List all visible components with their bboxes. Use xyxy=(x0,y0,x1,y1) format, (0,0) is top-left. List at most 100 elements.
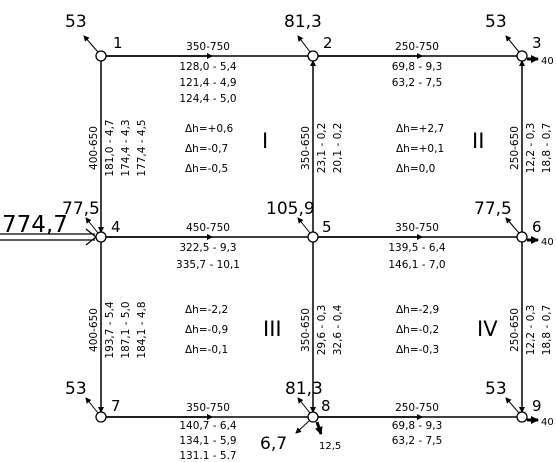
node-8-number: 8 xyxy=(321,397,331,415)
loop-IV-number: IV xyxy=(477,317,498,341)
loop-II-dh-1: Δh=+2,7 xyxy=(396,123,444,135)
demand-arrow-1 xyxy=(83,35,99,53)
loop-I-number: I xyxy=(262,129,268,153)
pipe-3-6-flow-1: 12,2 - 0,3 xyxy=(525,123,537,174)
pipe-4-7-spec: 400-650 xyxy=(88,308,100,352)
node-5-demand: 105,9 xyxy=(266,199,315,219)
loop-IV-dh-3: Δh=-0,3 xyxy=(396,344,439,356)
loop-III-dh-2: Δh=-0,9 xyxy=(185,324,228,336)
node-2-number: 2 xyxy=(323,34,333,52)
demand-arrow-9 xyxy=(505,397,520,414)
pipe-4-5-flow-1: 322,5 - 9,3 xyxy=(179,242,236,254)
node-6 xyxy=(516,231,528,243)
node-2 xyxy=(307,50,319,62)
pipe-8-9-flow-2: 63,2 - 7,5 xyxy=(392,435,443,447)
node-2-demand: 81,3 xyxy=(284,12,322,32)
pipe-1-4-flow-2: 174,4 - 4,3 xyxy=(120,119,132,176)
loop-IV-dh-1: Δh=-2,9 xyxy=(396,304,439,316)
node-1-number: 1 xyxy=(113,34,123,52)
pipe-1-4-flow-3: 177,4 - 4,5 xyxy=(136,119,148,176)
node-9 xyxy=(516,411,528,423)
pipe-5-6-flow-1: 139,5 - 6,4 xyxy=(388,242,446,254)
pipe-7-8-flow-3: 131.1 - 5.7 xyxy=(179,450,236,462)
loop-II-dh-3: Δh=0,0 xyxy=(396,163,435,175)
node-7 xyxy=(95,411,107,423)
pipe-4-5-spec: 450-750 xyxy=(186,222,230,234)
pipe-6-9-spec: 250-650 xyxy=(509,308,521,352)
pipe-4-7-flow-1: 193,7 - 5,4 xyxy=(104,301,116,359)
pipe-4-7-flow-3: 184,1 - 4,8 xyxy=(136,301,148,358)
node-3-outflow: 40 xyxy=(541,56,554,67)
loop-I-dh-3: Δh=-0,5 xyxy=(185,163,228,175)
pipe-1-4-spec: 400-650 xyxy=(88,126,100,170)
loop-I-dh-1: Δh=+0,6 xyxy=(185,123,233,135)
outflow-arrow-8 xyxy=(314,421,323,435)
node-6-number: 6 xyxy=(532,218,542,236)
pipe-2-5-flow-1: 23,1 - 0,2 xyxy=(316,123,328,174)
loop-III-number: III xyxy=(263,317,282,341)
pipe-6-9-flow-1: 12,2 - 0,3 xyxy=(525,305,537,356)
node-9-demand: 53 xyxy=(485,379,507,399)
pipe-3-6-flow-2: 18,8 - 0,7 xyxy=(541,123,553,174)
node-numbers: 1 2 3 4 5 6 7 8 9 xyxy=(111,34,542,415)
loop-II-number: II xyxy=(472,129,484,153)
demand-arrow-8b xyxy=(295,420,310,434)
pipe-6-9-flow-2: 18,8 - 0,7 xyxy=(541,305,553,356)
pipe-4-7-flow-2: 187,1 - 5,0 xyxy=(120,301,132,358)
node-8-demand-2: 6,7 xyxy=(260,434,287,454)
pipe-7-8-flow-1: 140,7 - 6,4 xyxy=(179,420,237,432)
node-4-demand: 77,5 xyxy=(62,199,100,219)
pipe-1-2-spec: 350-750 xyxy=(186,41,230,53)
loop-corrections: Δh=+0,6 Δh=-0,7 Δh=-0,5 Δh=+2,7 Δh=+0,1 … xyxy=(185,123,444,356)
pipe-7-8-spec: 350-750 xyxy=(186,402,230,414)
pipe-5-8-flow-2: 32,6 - 0,4 xyxy=(332,304,344,355)
pipe-1-2-flow-2: 121,4 - 4,9 xyxy=(179,77,236,89)
pipe-8-9-spec: 250-750 xyxy=(395,402,439,414)
demand-arrow-4 xyxy=(85,217,99,234)
pipe-1-2-flow-3: 124,4 - 5,0 xyxy=(179,93,236,105)
node-4-inflow: 774,7 xyxy=(2,212,68,238)
demand-arrow-2 xyxy=(297,35,311,53)
demand-arrow-7 xyxy=(85,397,99,414)
node-6-demand: 77,5 xyxy=(474,199,512,219)
node-1 xyxy=(95,50,107,62)
pipe-5-6-spec: 350-750 xyxy=(395,222,439,234)
node-demands: 53 81,3 53 77,5 105,9 77,5 53 81,3 6,7 5… xyxy=(62,12,512,454)
loop-II-dh-2: Δh=+0,1 xyxy=(396,143,444,155)
loop-IV-dh-2: Δh=-0,2 xyxy=(396,324,439,336)
horizontal-pipe-labels: 350-750 128,0 - 5,4 121,4 - 4,9 124,4 - … xyxy=(176,41,446,462)
demand-arrow-8 xyxy=(297,397,311,414)
demand-arrow-6 xyxy=(505,217,520,234)
pipe-7-8-flow-2: 134,1 - 5,9 xyxy=(179,435,236,447)
pipes xyxy=(98,53,525,420)
pipe-2-3-spec: 250-750 xyxy=(395,41,439,53)
node-5-number: 5 xyxy=(322,218,332,236)
nodes xyxy=(95,50,528,423)
pipe-4-5-flow-2: 335,7 - 10,1 xyxy=(176,259,240,271)
pipe-3-6-spec: 250-650 xyxy=(509,126,521,170)
demand-arrow-3 xyxy=(505,35,520,53)
pipe-1-2-flow-1: 128,0 - 5,4 xyxy=(179,61,237,73)
demand-arrows xyxy=(83,35,520,434)
pipe-5-8-flow-1: 29,6 - 0,3 xyxy=(316,305,328,356)
node-1-demand: 53 xyxy=(65,12,87,32)
node-5 xyxy=(307,231,319,243)
pipe-2-3-flow-1: 69,8 - 9,3 xyxy=(392,61,443,73)
node-8-demand: 81,3 xyxy=(285,379,323,399)
node-4 xyxy=(95,231,107,243)
node-4-number: 4 xyxy=(111,218,121,236)
node-3-number: 3 xyxy=(532,34,542,52)
outflow-arrows xyxy=(314,55,539,435)
loop-III-dh-3: Δh=-0,1 xyxy=(185,344,228,356)
node-6-outflow: 40 xyxy=(541,237,554,248)
demand-arrow-5 xyxy=(297,217,311,234)
pipe-1-4-flow-1: 181,0 - 4,7 xyxy=(104,119,116,176)
loop-numbers: I II III IV xyxy=(262,129,498,341)
vertical-pipe-labels: 400-650 181,0 - 4,7 174,4 - 4,3 177,4 - … xyxy=(88,119,553,358)
pipe-5-6-flow-2: 146,1 - 7,0 xyxy=(388,259,445,271)
pipe-5-8-spec: 350-650 xyxy=(300,308,312,352)
node-9-number: 9 xyxy=(532,397,542,415)
node-3 xyxy=(516,50,528,62)
node-7-demand: 53 xyxy=(65,379,87,399)
